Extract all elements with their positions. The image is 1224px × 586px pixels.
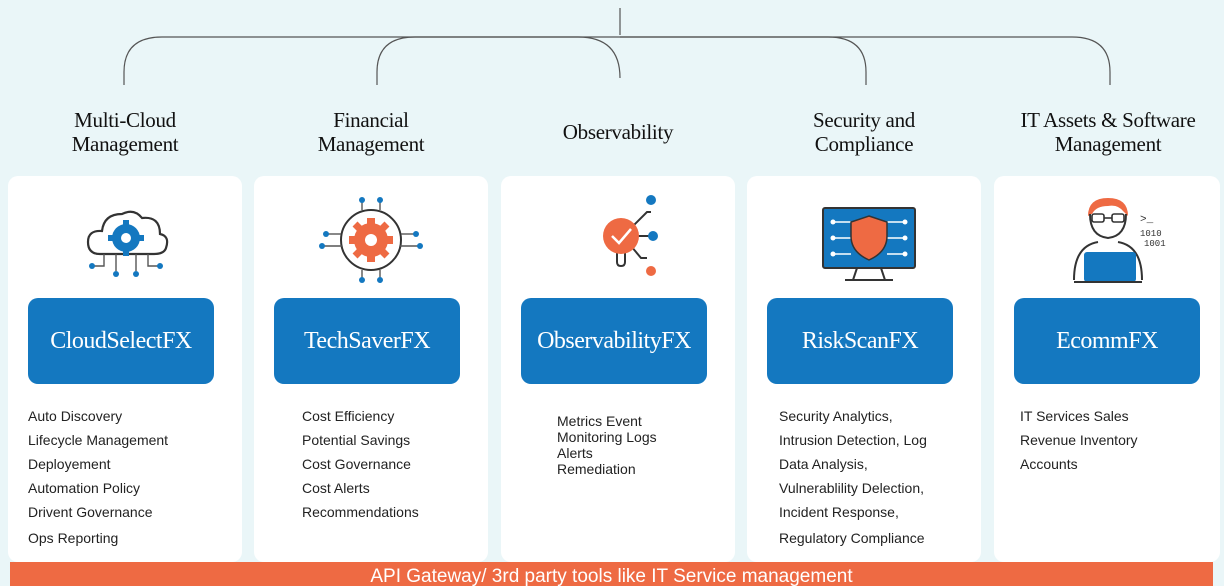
feature-list: Security Analytics, Intrusion Detection,… (779, 408, 927, 546)
feature-item: Security Analytics, (779, 408, 893, 424)
feature-item: Metrics Event (557, 413, 642, 429)
feature-list: Cost Efficiency Potential Savings Cost G… (302, 408, 419, 520)
feature-item: Monitoring Logs (557, 429, 657, 445)
developer-laptop-icon: >_ 1010 1001 (1073, 198, 1166, 283)
product-button[interactable]: RiskScanFX (767, 298, 953, 384)
cloud-gear-icon (86, 210, 169, 277)
feature-item: IT Services Sales (1020, 408, 1129, 424)
shield-monitor-icon (822, 207, 916, 281)
feature-item: Drivent Governance (28, 504, 153, 520)
feature-item: Accounts (1020, 456, 1078, 472)
product-button[interactable]: ObservabilityFX (521, 298, 707, 384)
feature-item: Cost Efficiency (302, 408, 395, 424)
card-techsaverfx: TechSaverFX Cost Efficiency Potential Sa… (254, 176, 488, 562)
category-title-line: Financial (333, 108, 409, 132)
feature-item: Recommendations (302, 504, 419, 520)
feature-item: Alerts (557, 445, 593, 461)
feature-item: Cost Governance (302, 456, 411, 472)
connector-tree (123, 8, 1111, 85)
feature-item: Deployement (28, 456, 111, 472)
prompt-text: >_ (1140, 214, 1154, 226)
feature-item: Intrusion Detection, Log (779, 432, 927, 448)
category-it-assets: IT Assets & Software Management (995, 108, 1221, 156)
feature-item: Remediation (557, 461, 636, 477)
feature-list: Metrics Event Monitoring Logs Alerts Rem… (557, 414, 657, 476)
category-financial: Financial Management (256, 108, 486, 156)
feature-item: Ops Reporting (28, 530, 119, 546)
feature-item: Auto Discovery (28, 408, 123, 424)
feature-list: Auto Discovery Lifecycle Management Depl… (28, 408, 168, 546)
check-network-icon (603, 195, 658, 276)
product-button[interactable]: EcommFX (1014, 298, 1200, 384)
feature-item: Vulnerablility Delection, (779, 480, 924, 496)
category-title-line: IT Assets & Software (1020, 108, 1196, 132)
feature-item: Incident Response, (779, 504, 899, 520)
card-riskscanfx: RiskScanFX Security Analytics, Intrusion… (747, 176, 981, 562)
category-security: Security and Compliance (749, 108, 979, 156)
category-title-line: Management (71, 132, 179, 156)
feature-item: Potential Savings (302, 432, 411, 448)
category-observability: Observability (503, 120, 733, 144)
category-multi-cloud: Multi-Cloud Management (10, 108, 240, 156)
feature-item: Revenue Inventory (1020, 432, 1138, 448)
gear-circuit-icon (319, 197, 423, 283)
card-ecommfx: >_ 1010 1001 EcommFX IT Services Sales R… (994, 176, 1220, 562)
category-title-line: Security and (813, 108, 915, 132)
product-button[interactable]: TechSaverFX (274, 298, 460, 384)
category-title-line: Management (317, 132, 425, 156)
category-title-line: Compliance (814, 132, 914, 156)
feature-list: IT Services Sales Revenue Inventory Acco… (1020, 408, 1138, 472)
category-title-line: Multi-Cloud (74, 108, 176, 132)
feature-item: Automation Policy (28, 480, 141, 496)
card-observabilityfx: ObservabilityFX Metrics Event Monitoring… (501, 176, 735, 562)
feature-item: Lifecycle Management (28, 432, 169, 448)
feature-item: Data Analysis, (779, 456, 868, 472)
binary-text: 1001 (1144, 239, 1166, 249)
api-gateway-banner: API Gateway/ 3rd party tools like IT Ser… (10, 562, 1213, 586)
feature-item: Regulatory Compliance (779, 530, 925, 546)
card-cloudselectfx: CloudSelectFX Auto Discovery Lifecycle M… (8, 176, 242, 562)
product-button[interactable]: CloudSelectFX (28, 298, 214, 384)
category-title-line: Observability (562, 120, 674, 144)
feature-item: Cost Alerts (302, 480, 370, 496)
binary-text: 1010 (1140, 229, 1162, 239)
category-title-line: Management (1054, 132, 1162, 156)
